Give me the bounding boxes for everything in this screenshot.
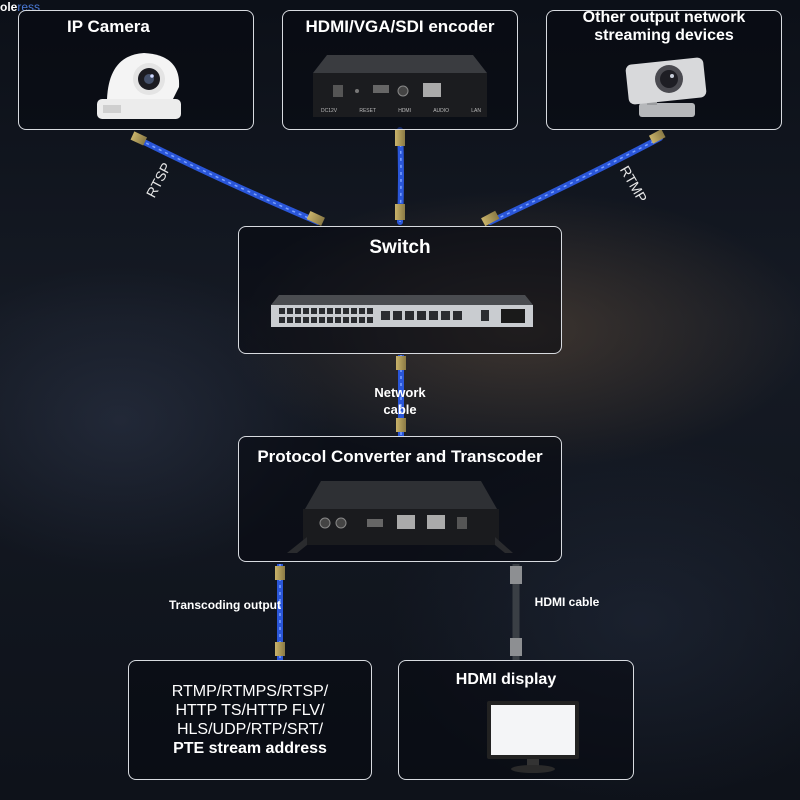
switch-device-icon [271, 295, 533, 327]
ip-camera-title: IP Camera [67, 17, 150, 36]
encoder-device-icon [313, 55, 487, 117]
rtmp-cable [481, 129, 666, 227]
encoder-cable [395, 127, 405, 225]
ip-camera-icon [97, 53, 181, 119]
hdmi-cable-label: HDMI cable [534, 595, 600, 609]
port-hdmi: HDMI [398, 108, 411, 114]
switch-node: Switch [238, 226, 562, 354]
rtsp-cable [130, 131, 325, 226]
hdmi-cable [510, 564, 522, 660]
output-line3: HLS/UDP/RTP/SRT/ [176, 721, 324, 738]
encoder-title: HDMI/VGA/SDI encoder [305, 17, 495, 36]
converter-title: Protocol Converter and Transcoder [257, 447, 543, 466]
network-cable-label-line2: cable [383, 402, 417, 417]
switch-title: Switch [369, 237, 431, 258]
network-cable-label-line1: Network [374, 385, 426, 400]
converter-node: Protocol Converter and Transcoder [238, 436, 562, 562]
output-line1: RTMP/RTMPS/RTSP/ [171, 683, 329, 700]
hdmi-display-node: HDMI display [398, 660, 634, 780]
output-line2: HTTP TS/HTTP FLV/ [175, 702, 325, 719]
ip-camera-node: IP Camera [18, 10, 254, 130]
port-lan: LAN [471, 108, 481, 114]
converter-device-icon [287, 481, 513, 553]
conference-camera-icon [625, 57, 707, 117]
other-devices-title-line2: streaming devices [594, 27, 734, 44]
encoder-node: HDMI/VGA/SDI encoder DC12V RESET HDMI AU… [282, 10, 518, 130]
port-reset: RESET [359, 108, 376, 114]
port-audio: AUDIO [433, 108, 450, 114]
other-devices-node: Other output network streaming devices [546, 9, 782, 130]
output-protocols-node: RTMP/RTMPS/RTSP/ HTTP TS/HTTP FLV/ HLS/U… [128, 660, 372, 780]
other-devices-title-line1: Other output network [582, 9, 746, 26]
hdmi-display-title: HDMI display [455, 671, 557, 688]
encoder-port-labels: DC12V RESET HDMI AUDIO LAN [321, 108, 481, 114]
port-dc12v: DC12V [321, 108, 338, 114]
transcoding-cable [275, 564, 285, 660]
network-cable [396, 355, 406, 436]
monitor-icon [487, 701, 579, 773]
transcoding-output-label: Transcoding output [169, 598, 281, 612]
output-line4: PTE stream address [173, 740, 327, 757]
